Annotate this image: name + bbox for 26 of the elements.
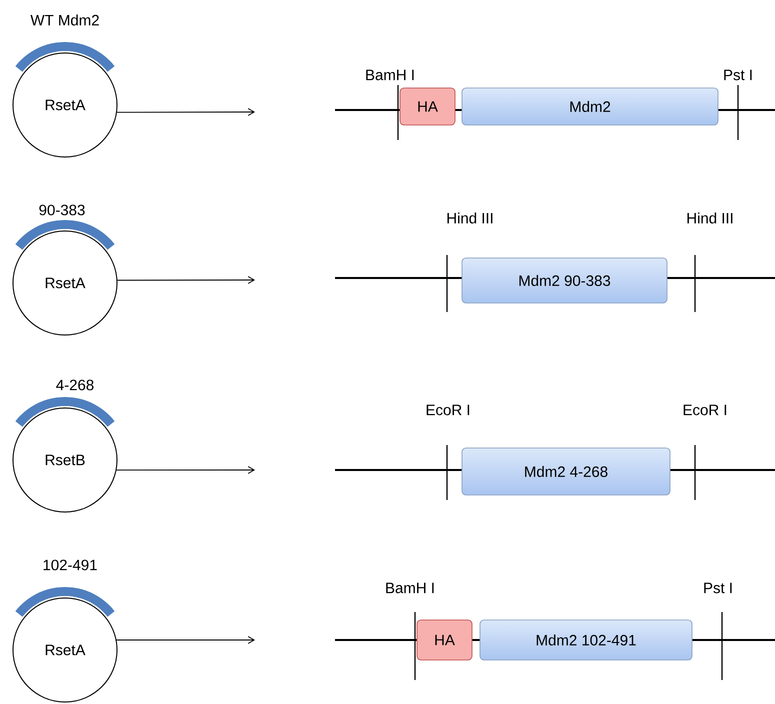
restriction-site-label: EcoR I [426,404,470,416]
arrow [116,276,255,284]
restriction-site-label: Hind III [687,212,732,224]
construct-label: 90-383 [39,204,85,216]
plasmid-drawing: RsetA [12,220,118,336]
restriction-site-label: Pst I [724,70,752,80]
gene-box: Mdm2 102-491 [480,620,692,660]
arrow [116,466,255,474]
restriction-site-label: Hind III [447,212,492,224]
gene-box: Mdm2 [462,88,718,126]
construct-label: 102-491 [44,560,97,570]
gene-box: Mdm2 90-383 [462,258,668,304]
tag-box: HA [400,88,456,126]
plasmid-drawing: RsetA [12,42,118,158]
construct-label: 4-268 [56,380,94,390]
restriction-site-label: Pst I [704,582,732,594]
construct-label: WT Mdm2 [30,14,99,26]
restriction-site-label: EcoR I [684,404,726,416]
tag-box: HA [416,620,472,660]
restriction-site-label: BamH I [386,582,434,594]
plasmid-drawing: RsetB [12,397,118,512]
plasmid-drawing: RsetA [12,587,118,702]
restriction-site-label: BamH I [366,70,414,80]
arrow [116,636,255,644]
arrow [116,108,255,116]
gene-box: Mdm2 4-268 [462,448,670,496]
